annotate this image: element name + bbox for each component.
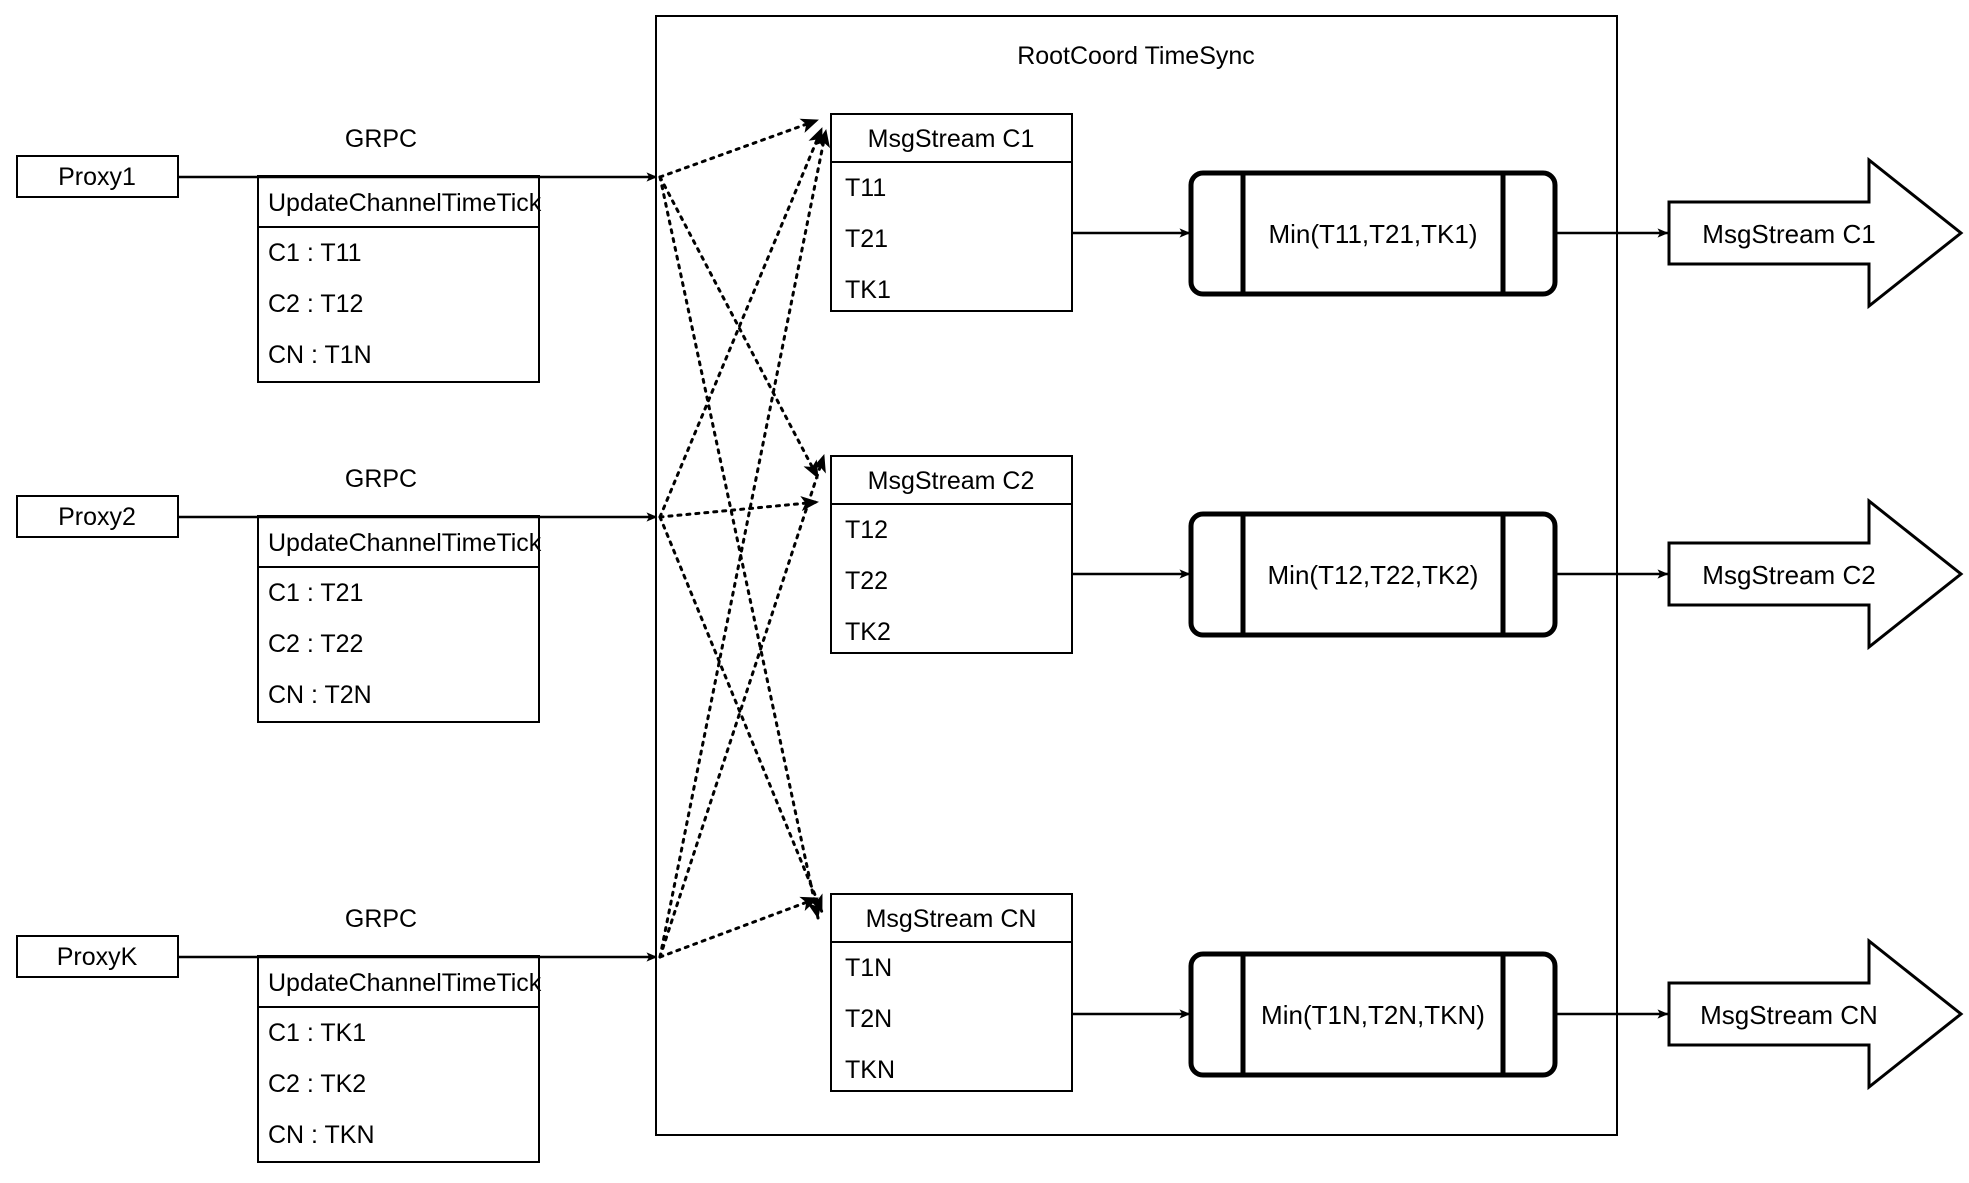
channel-group-1: MsgStream C1 T11 T21 TK1 Min(T11,T21,TK1… xyxy=(830,113,1964,312)
output-arrow-c1 xyxy=(1667,156,1964,310)
fanout-edge-p1-cn xyxy=(658,175,822,920)
proxy-group-3: ProxyK GRPC UpdateChannelTimeTick C1 : T… xyxy=(16,905,658,1163)
msgstream-c1-tick-0: T11 xyxy=(845,174,886,202)
msgstream-cn-tick-0: T1N xyxy=(845,954,892,982)
proxyk-table-row-1: C2 : TK2 xyxy=(268,1070,366,1098)
proxy2-label: Proxy2 xyxy=(58,503,136,531)
proxy2-table-row-0: C1 : T21 xyxy=(268,579,363,607)
proxy2-table-row-1: C2 : T22 xyxy=(268,630,363,658)
proxy2-table-header: UpdateChannelTimeTick xyxy=(268,529,542,557)
fanout-edge-p1-c1 xyxy=(658,118,820,179)
fanout-edge-p2-c2 xyxy=(658,496,820,519)
fanout-edge-pk-c1 xyxy=(658,128,831,959)
msgstream-c1-title: MsgStream C1 xyxy=(868,125,1035,153)
proxy1-table-header: UpdateChannelTimeTick xyxy=(268,189,542,217)
msgstream-c1-box xyxy=(830,113,1073,312)
channel-group-2: MsgStream C2 T12 T22 TK2 Min(T12,T22,TK2… xyxy=(830,455,1964,654)
min-cn-label: Min(T1N,T2N,TKN) xyxy=(1261,1000,1485,1030)
msgstream-cn-tick-1: T2N xyxy=(845,1005,892,1033)
msgstream-c2-tick-1: T22 xyxy=(845,567,888,595)
fanout-edge-p2-c1 xyxy=(658,126,824,519)
output-arrow-cn xyxy=(1667,937,1964,1091)
output-arrow-c1-label: MsgStream C1 xyxy=(1702,219,1875,249)
output-arrow-c2-label: MsgStream C2 xyxy=(1702,560,1875,590)
msgstream-c2-tick-0: T12 xyxy=(845,516,888,544)
proxy1-table-row-0: C1 : T11 xyxy=(268,239,362,267)
msgstream-cn-box xyxy=(830,893,1073,1092)
proxy1-label: Proxy1 xyxy=(58,163,136,191)
proxyk-label: ProxyK xyxy=(57,943,138,971)
proxy1-timetick-table xyxy=(257,175,540,383)
msgstream-c2-title: MsgStream C2 xyxy=(868,467,1035,495)
proxy1-table-row-1: C2 : T12 xyxy=(268,290,363,318)
proxy2-table-row-2: CN : T2N xyxy=(268,681,372,709)
msgstream-c2-tick-2: TK2 xyxy=(845,618,891,646)
proxy1-table-row-2: CN : T1N xyxy=(268,341,372,369)
grpc-label-3: GRPC xyxy=(345,905,417,933)
msgstream-c2-box xyxy=(830,455,1073,654)
fanout-edge-pk-c2 xyxy=(658,453,826,959)
fanout-edge-p2-cn xyxy=(658,515,824,914)
proxyk-timetick-table xyxy=(257,955,540,1163)
fanout-edge-pk-cn xyxy=(658,896,820,959)
proxyk-table-row-0: C1 : TK1 xyxy=(268,1019,366,1047)
msgstream-c1-tick-2: TK1 xyxy=(845,276,891,304)
output-arrow-cn-label: MsgStream CN xyxy=(1700,1000,1878,1030)
channel-group-n: MsgStream CN T1N T2N TKN Min(T1N,T2N,TKN… xyxy=(830,893,1964,1092)
rootcoord-timesync-title: RootCoord TimeSync xyxy=(1017,42,1255,70)
fanout-edge-p1-c2 xyxy=(658,175,820,480)
timetick-fanout-edges xyxy=(658,118,831,959)
rootcoord-timesync-container xyxy=(655,15,1618,1136)
msgstream-cn-title: MsgStream CN xyxy=(866,905,1037,933)
proxyk-table-row-2b: CN : TKN xyxy=(268,1121,375,1149)
output-arrow-c2 xyxy=(1667,497,1964,651)
msgstream-c1-tick-1: T21 xyxy=(845,225,888,253)
proxy2-timetick-table xyxy=(257,515,540,723)
grpc-label-1: GRPC xyxy=(345,125,417,153)
min-c2-label: Min(T12,T22,TK2) xyxy=(1268,560,1479,590)
proxyk-table-header: UpdateChannelTimeTick xyxy=(268,969,542,997)
min-c1-label: Min(T11,T21,TK1) xyxy=(1268,219,1477,249)
msgstream-cn-tick-2: TKN xyxy=(845,1056,895,1084)
grpc-label-2: GRPC xyxy=(345,465,417,493)
proxy-group-1: Proxy1 GRPC UpdateChannelTimeTick C1 : T… xyxy=(16,125,658,383)
proxy-group-2: Proxy2 GRPC UpdateChannelTimeTick C1 : T… xyxy=(16,465,658,723)
